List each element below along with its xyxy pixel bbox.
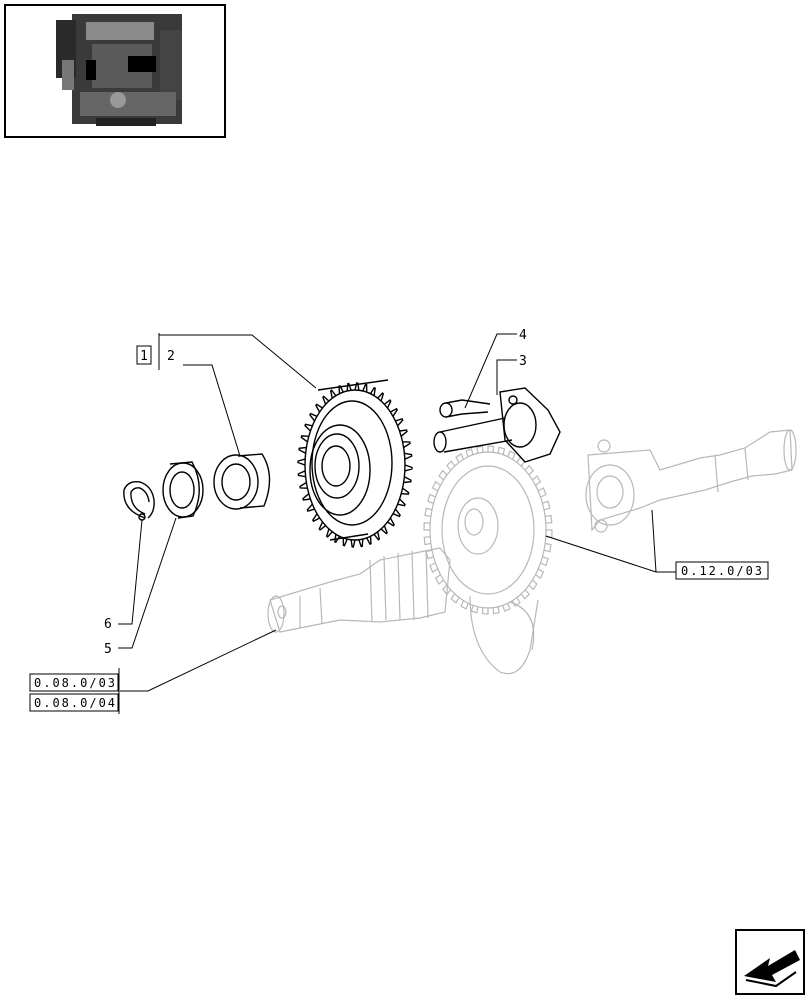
ref-camshaft[interactable]: 0.12.0/03: [681, 564, 764, 578]
callout-6: 6: [104, 617, 112, 632]
ghost-camshaft: [585, 429, 797, 533]
drive-gear: [297, 379, 413, 548]
gear-teeth: [297, 382, 413, 548]
snap-ring: [123, 480, 155, 521]
bushing: [213, 453, 271, 510]
ref-box-camshaft[interactable]: [675, 561, 769, 580]
ghost-gear-teeth: [423, 445, 553, 615]
engine-thumbnail-icon[interactable]: [4, 4, 226, 138]
callout-4: 4: [519, 328, 527, 343]
ref-box-item-1: [136, 345, 152, 365]
back-arrow-icon[interactable]: [735, 929, 805, 995]
ghost-crankshaft: [267, 547, 451, 633]
callout-3: 3: [519, 354, 527, 369]
callout-2: 2: [167, 349, 175, 364]
ref-box-crankshaft-a[interactable]: [29, 673, 119, 692]
ref-box-crankshaft-b[interactable]: [29, 693, 119, 712]
callout-5: 5: [104, 642, 112, 657]
ref-crankshaft-b[interactable]: 0.08.0/04: [34, 696, 117, 710]
ghost-idler-gear: [423, 445, 553, 675]
idler-shaft: [433, 387, 561, 463]
bolt: [439, 399, 491, 418]
callout-1: 1: [140, 349, 148, 364]
thrust-washer: [162, 461, 204, 519]
ref-crankshaft-a[interactable]: 0.08.0/03: [34, 676, 117, 690]
